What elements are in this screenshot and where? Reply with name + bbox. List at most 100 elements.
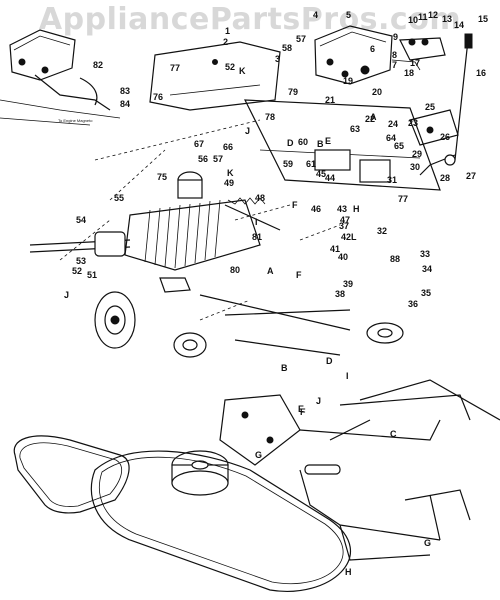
callout-16: 16 — [476, 68, 486, 78]
callout-80: 80 — [230, 265, 240, 275]
clutch-pulley — [366, 322, 404, 344]
callout-83: 83 — [120, 86, 130, 96]
callout-3: 3 — [275, 54, 280, 64]
callout-4: 4 — [313, 10, 318, 20]
callout-49: 49 — [224, 178, 234, 188]
callout-labels: 1 2 3 4 5 6 7 8 9 10 11 12 13 14 15 16 1… — [72, 10, 488, 309]
callout-84: 84 — [120, 99, 130, 109]
letter-J: J — [64, 290, 69, 300]
letter-J-top: J — [245, 126, 250, 136]
drive-pulley — [171, 450, 229, 496]
callout-11: 11 — [418, 12, 428, 22]
callout-5: 5 — [346, 10, 351, 20]
letter-J-lower: J — [316, 396, 321, 406]
callout-65: 65 — [394, 141, 404, 151]
callout-40: 40 — [338, 252, 348, 262]
fender-assembly-right — [314, 25, 393, 85]
callout-1: 1 — [225, 26, 230, 36]
callout-21: 21 — [325, 95, 335, 105]
watermark: AppliancePartsPros.com — [38, 2, 462, 37]
callout-76: 76 — [153, 92, 163, 102]
callout-67: 67 — [194, 139, 204, 149]
callout-33: 33 — [420, 249, 430, 259]
callout-28: 28 — [440, 173, 450, 183]
callout-53: 53 — [76, 256, 86, 266]
reference-letters: K K J J J A A B B C D D E E F F F G G H … — [64, 66, 431, 577]
callout-12: 12 — [428, 10, 438, 20]
output-shaft — [29, 231, 131, 257]
callout-31: 31 — [387, 175, 397, 185]
shift-rod-spring — [224, 197, 281, 231]
callout-63: 63 — [350, 124, 360, 134]
callout-29: 29 — [412, 149, 422, 159]
engine-magneto-note: To Engine Magneto — [58, 118, 93, 123]
transaxle-housing — [124, 171, 261, 293]
cooling-fins — [144, 199, 221, 269]
fender-assembly-left — [0, 29, 121, 126]
callout-52: 52 — [72, 266, 82, 276]
callout-66: 66 — [223, 142, 233, 152]
callout-10: 10 — [408, 15, 418, 25]
letter-I-top: I — [255, 217, 258, 227]
callout-42: 42 — [341, 232, 351, 242]
callout-18: 18 — [404, 68, 414, 78]
callout-77-right: 77 — [398, 194, 408, 204]
callout-77: 77 — [170, 63, 180, 73]
pivot-bracket-top — [391, 37, 446, 71]
callout-54: 54 — [76, 215, 86, 225]
callout-25: 25 — [425, 102, 435, 112]
idler-pulley — [173, 332, 207, 358]
brake-bracket — [219, 394, 301, 466]
callout-13: 13 — [442, 14, 452, 24]
callout-58: 58 — [282, 43, 292, 53]
callout-35: 35 — [421, 288, 431, 298]
callout-43: 43 — [337, 204, 347, 214]
callout-56: 56 — [198, 154, 208, 164]
fan-pulley — [94, 291, 136, 349]
letter-I: I — [346, 371, 349, 381]
callout-64: 64 — [386, 133, 396, 143]
callout-45: 45 — [316, 169, 326, 179]
callout-81: 81 — [252, 232, 262, 242]
letter-D: D — [326, 356, 333, 366]
letter-L: L — [351, 232, 357, 242]
callout-38: 38 — [335, 289, 345, 299]
callout-36: 36 — [408, 299, 418, 309]
callout-19: 19 — [343, 76, 353, 86]
callout-61: 61 — [306, 159, 316, 169]
callout-8: 8 — [392, 50, 397, 60]
shift-lever — [419, 33, 473, 176]
callout-27: 27 — [466, 171, 476, 181]
callout-48: 48 — [255, 193, 265, 203]
letter-C: C — [390, 429, 397, 439]
upper-support-plate — [149, 41, 281, 111]
console-bracket — [409, 109, 459, 146]
callout-46: 46 — [311, 204, 321, 214]
callout-52-top: 52 — [225, 62, 235, 72]
callout-51: 51 — [87, 270, 97, 280]
callout-6: 6 — [370, 44, 375, 54]
letter-G: G — [255, 450, 262, 460]
control-rods — [199, 294, 471, 441]
callout-30: 30 — [410, 162, 420, 172]
callout-17: 17 — [410, 58, 420, 68]
callout-39: 39 — [343, 279, 353, 289]
callout-37: 37 — [339, 221, 349, 231]
callout-32: 32 — [377, 226, 387, 236]
letter-B: B — [281, 363, 288, 373]
letter-A-top: A — [370, 112, 377, 122]
callout-82: 82 — [93, 60, 103, 70]
callout-7: 7 — [392, 60, 397, 70]
callout-44: 44 — [325, 173, 335, 183]
callout-60: 60 — [298, 137, 308, 147]
callout-24: 24 — [388, 119, 398, 129]
callout-14: 14 — [454, 20, 464, 30]
letter-G-lower: G — [424, 538, 431, 548]
pedal-rod — [299, 464, 441, 561]
letter-B-top: B — [317, 139, 324, 149]
letter-A: A — [267, 266, 274, 276]
callout-79: 79 — [288, 87, 298, 97]
callout-15: 15 — [478, 14, 488, 24]
letter-E: E — [298, 404, 304, 414]
